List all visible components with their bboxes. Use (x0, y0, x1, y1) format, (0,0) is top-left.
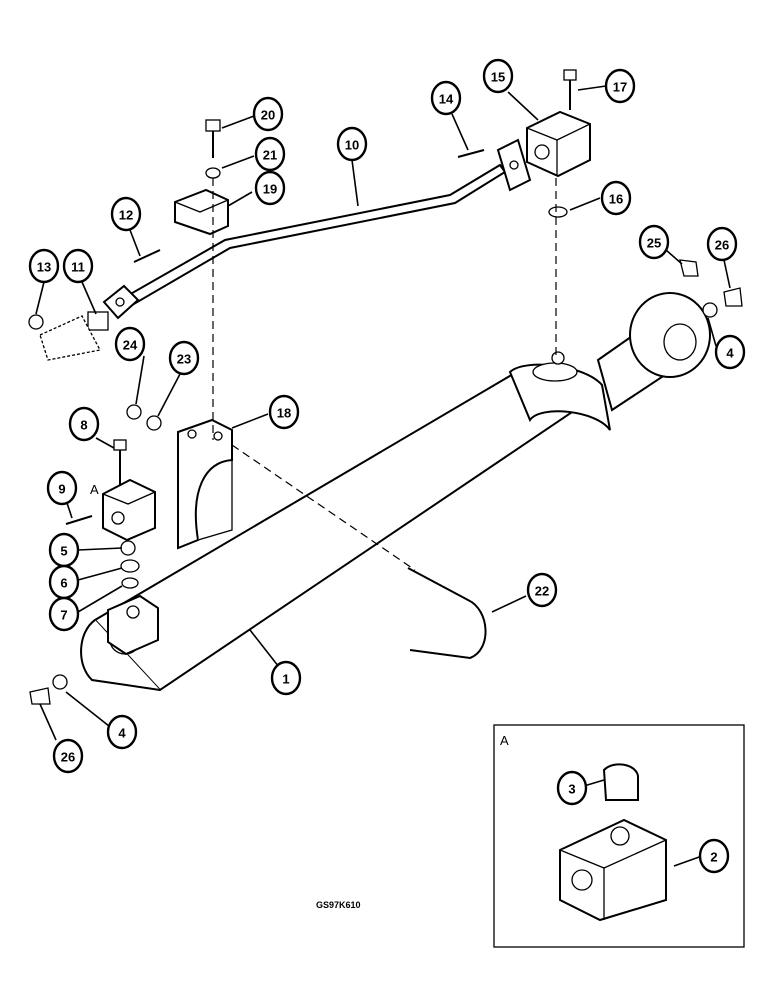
callout-number: 8 (80, 418, 87, 433)
callout-number: 5 (60, 544, 67, 559)
callout-number: 19 (263, 182, 277, 197)
callout-number: 25 (647, 236, 661, 251)
callout-18: 18 (268, 394, 300, 430)
small-hardware (28, 69, 743, 705)
detail-view-label: A (500, 733, 509, 748)
callout-9: 9 (46, 470, 78, 506)
clamp-cap (174, 188, 229, 236)
callout-number: 10 (345, 138, 359, 153)
callout-number: 17 (613, 80, 627, 95)
callout-number: 6 (60, 576, 67, 591)
callout-circle (698, 838, 730, 874)
callout-number: 13 (37, 260, 51, 275)
callout-circle (52, 738, 84, 774)
callout-circle (482, 58, 514, 94)
callout-26: 26 (52, 738, 84, 774)
callout-circle (336, 126, 368, 162)
callout-4: 4 (714, 334, 746, 370)
callout-circle (270, 660, 302, 696)
callout-number: 4 (726, 346, 734, 361)
callout-14: 14 (430, 80, 462, 116)
callout-number: 3 (568, 782, 575, 797)
callout-circle (68, 406, 100, 442)
callout-circle (168, 340, 200, 376)
callout-number: 4 (118, 726, 126, 741)
callout-number: 11 (71, 260, 85, 275)
callout-number: 21 (263, 148, 277, 163)
callout-21: 21 (254, 136, 286, 172)
callout-7: 7 (48, 596, 80, 632)
inline-view-label: A (90, 482, 99, 497)
callout-number: 23 (177, 352, 191, 367)
callout-19: 19 (254, 170, 286, 206)
callout-circle (638, 224, 670, 260)
callout-circle (268, 394, 300, 430)
callout-number: 12 (119, 208, 133, 223)
callout-circle (254, 136, 286, 172)
callout-6: 6 (48, 564, 80, 600)
callout-circle (706, 226, 738, 262)
port-block-a (102, 478, 156, 542)
callout-16: 16 (600, 180, 632, 216)
callout-circle (252, 96, 284, 132)
callout-circle (114, 326, 146, 362)
callout-circle (28, 248, 60, 284)
callout-number: 14 (439, 92, 454, 107)
port-block-upper (526, 110, 591, 178)
callout-number: 9 (58, 482, 65, 497)
detail-view-a: A (493, 724, 745, 948)
callout-23: 23 (168, 340, 200, 376)
hydraulic-cylinder-barrel (80, 292, 711, 692)
callout-number: 15 (491, 70, 505, 85)
callout-24: 24 (114, 326, 146, 362)
callout-15: 15 (482, 58, 514, 94)
callout-number: 1 (282, 672, 289, 687)
callout-circle (604, 68, 636, 104)
callout-number: 20 (261, 108, 275, 123)
callout-1: 1 (270, 660, 302, 696)
callout-circle (46, 470, 78, 506)
callout-number: 26 (61, 750, 75, 765)
callout-4: 4 (106, 714, 138, 750)
callout-10: 10 (336, 126, 368, 162)
callout-number: 16 (609, 192, 623, 207)
callout-number: 18 (277, 406, 291, 421)
callout-circle (106, 714, 138, 750)
callout-8: 8 (68, 406, 100, 442)
callout-circle (526, 572, 558, 608)
callout-circle (430, 80, 462, 116)
clamp-bracket (177, 418, 233, 550)
callout-13: 13 (28, 248, 60, 284)
callout-17: 17 (604, 68, 636, 104)
callout-circle (48, 596, 80, 632)
callout-circle (714, 334, 746, 370)
callout-26: 26 (706, 226, 738, 262)
callout-20: 20 (252, 96, 284, 132)
callout-number: 24 (123, 338, 138, 353)
callout-number: 2 (710, 850, 717, 865)
callout-2: 2 (698, 838, 730, 874)
callout-circle (62, 248, 94, 284)
callout-layer: 1234456789101112131415161718192021222324… (28, 58, 746, 874)
callout-number: 7 (60, 608, 67, 623)
callout-circle (600, 180, 632, 216)
callout-11: 11 (62, 248, 94, 284)
figure-code: GS97K610 (316, 900, 361, 910)
callout-22: 22 (526, 572, 558, 608)
callout-5: 5 (48, 532, 80, 568)
alignment-lines (212, 178, 557, 571)
callout-circle (254, 170, 286, 206)
callout-12: 12 (110, 196, 142, 232)
callout-circle (110, 196, 142, 232)
callout-3: 3 (556, 770, 588, 806)
callout-number: 22 (535, 584, 549, 599)
steel-pipe (102, 138, 532, 320)
callout-25: 25 (638, 224, 670, 260)
callout-circle (556, 770, 588, 806)
callout-number: 26 (715, 238, 729, 253)
